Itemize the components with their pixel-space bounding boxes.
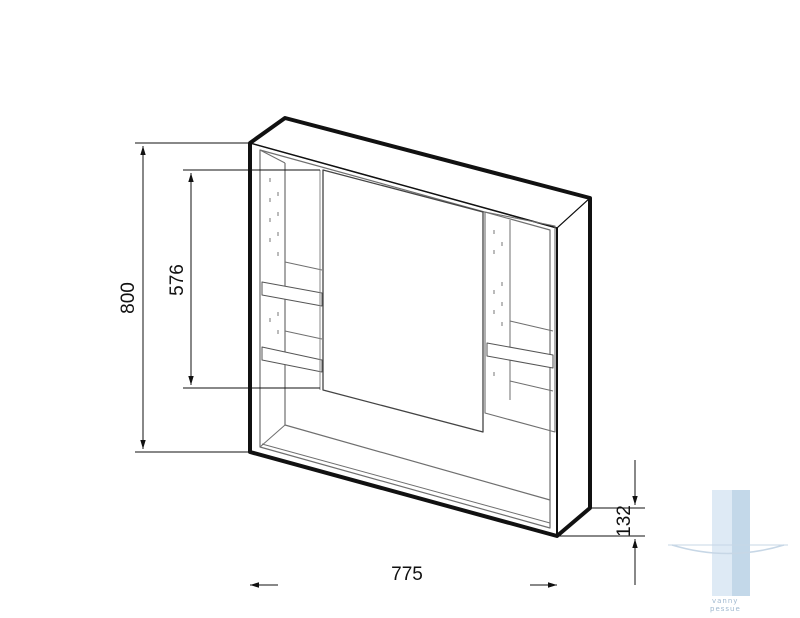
cabinet-right-face xyxy=(556,197,591,537)
dimension-height: 800 xyxy=(118,142,250,453)
left-shelf-upper xyxy=(261,281,323,307)
dimension-width-label: 775 xyxy=(391,564,423,585)
dimension-depth-label: 132 xyxy=(614,505,635,537)
dimension-inner-height-label: 576 xyxy=(167,264,188,296)
mirror-cabinet xyxy=(248,116,592,538)
watermark-line2: pessue xyxy=(710,605,741,613)
right-compartment xyxy=(484,211,556,433)
dimension-inner-height: 576 xyxy=(167,169,320,389)
watermark-line1: vanny xyxy=(712,597,738,605)
dimension-height-label: 800 xyxy=(118,282,139,314)
cabinet-inner-frame xyxy=(259,149,551,529)
dimension-width: 775 xyxy=(250,564,557,588)
left-shelf-lower xyxy=(261,346,323,373)
mirror-door xyxy=(322,169,484,433)
right-shelf-upper xyxy=(486,342,554,369)
dimension-depth: 132 xyxy=(557,460,645,585)
peg-holes xyxy=(269,178,503,376)
watermark-logo: vanny pessue xyxy=(668,490,788,613)
